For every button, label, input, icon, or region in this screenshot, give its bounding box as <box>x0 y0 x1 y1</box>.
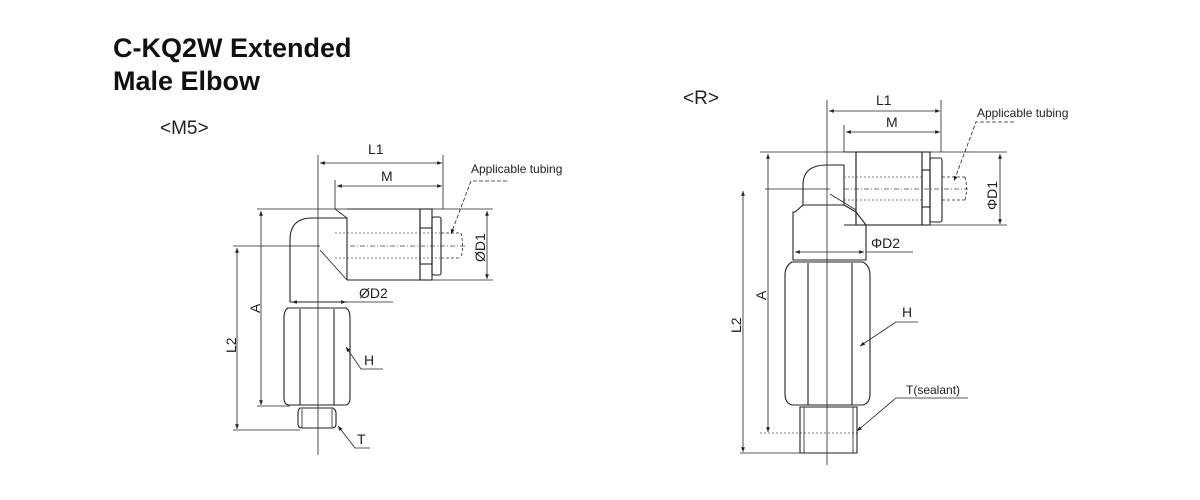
r-applicable-tubing-label: Applicable tubing <box>977 106 1068 120</box>
m5-dim-m: M <box>381 168 393 184</box>
m5-dim-l1: L1 <box>368 141 384 157</box>
m5-dim-t: T <box>357 431 366 447</box>
m5-dim-l2: L2 <box>223 337 239 353</box>
m5-drawing: <M5> L1 M <box>160 118 562 455</box>
m5-dim-a: A <box>247 303 263 313</box>
m5-applicable-tubing-label: Applicable tubing <box>471 162 562 176</box>
m5-variant-label: <M5> <box>160 118 209 139</box>
r-dim-d2: ΦD2 <box>871 235 900 251</box>
r-variant-label: <R> <box>683 88 719 109</box>
r-dim-d1: ΦD1 <box>984 181 1000 210</box>
title-line-1: C-KQ2W Extended <box>113 33 352 63</box>
r-dim-h: H <box>902 304 912 320</box>
r-dim-a: A <box>753 290 769 300</box>
m5-dim-h: H <box>364 352 374 368</box>
r-dim-l1: L1 <box>876 92 892 108</box>
r-dim-t-sealant: T(sealant) <box>906 383 960 397</box>
r-dim-l2: L2 <box>728 317 744 333</box>
m5-dim-d2: ØD2 <box>359 285 388 301</box>
title-line-2: Male Elbow <box>113 66 261 96</box>
r-dim-m: M <box>886 114 898 130</box>
m5-dim-d1: ØD1 <box>472 233 488 262</box>
r-drawing: <R> L1 <box>683 88 1068 465</box>
